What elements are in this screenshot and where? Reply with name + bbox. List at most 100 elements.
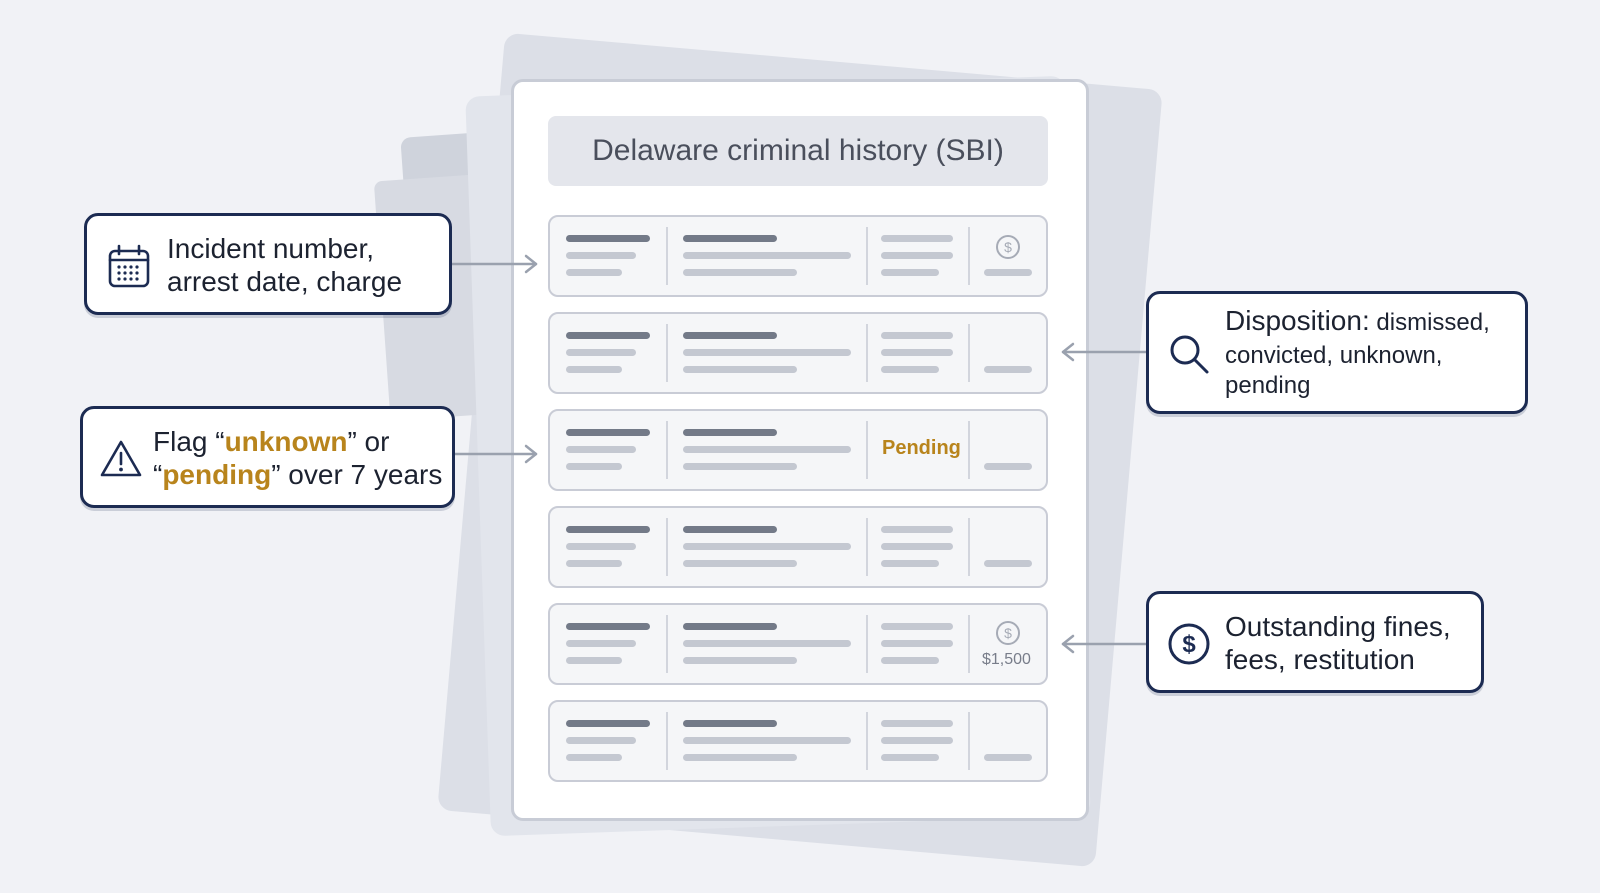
placeholder-bar (566, 349, 636, 356)
placeholder-bar (683, 560, 797, 567)
placeholder-bar (881, 657, 939, 664)
placeholder-bar (984, 560, 1032, 567)
placeholder-bar (683, 463, 797, 470)
record-row (548, 700, 1048, 782)
flag-highlight-unknown: unknown (224, 426, 348, 457)
column-divider (968, 615, 970, 673)
placeholder-bar (683, 640, 851, 647)
placeholder-bar (881, 252, 953, 259)
column-divider (968, 712, 970, 770)
placeholder-bar (566, 366, 622, 373)
calendar-icon (108, 244, 150, 288)
placeholder-bar (683, 269, 797, 276)
callout-outstanding-fines: $ Outstanding fines, fees, restitution (1146, 591, 1484, 693)
placeholder-bar (566, 446, 636, 453)
placeholder-bar (566, 332, 650, 339)
placeholder-bar (683, 657, 797, 664)
callout-flag-text: Flag “unknown” or “pending” over 7 years (153, 425, 453, 491)
callout-disposition: Disposition: dismissed, convicted, unkno… (1146, 291, 1528, 414)
placeholder-bar (881, 737, 953, 744)
placeholder-bar (566, 640, 636, 647)
column-divider (666, 615, 668, 673)
placeholder-bar (566, 560, 622, 567)
placeholder-bar (566, 526, 650, 533)
column-divider (968, 227, 970, 285)
placeholder-bar (881, 332, 953, 339)
column-divider (866, 615, 868, 673)
placeholder-bar (881, 560, 939, 567)
flag-open-quote: “ (153, 459, 163, 490)
placeholder-bar (683, 252, 851, 259)
placeholder-bar (683, 349, 851, 356)
criminal-history-document: Delaware criminal history (SBI) $ (511, 79, 1089, 821)
placeholder-bar (984, 463, 1032, 470)
callout-fines-line1: Outstanding fines, (1225, 611, 1451, 642)
placeholder-bar (683, 623, 777, 630)
flag-text-suffix: ” over 7 years (271, 459, 443, 490)
placeholder-bar (683, 543, 851, 550)
placeholder-bar (984, 754, 1032, 761)
record-row (548, 506, 1048, 588)
callout-incident-text: Incident number, arrest date, charge (167, 232, 447, 298)
placeholder-bar (683, 332, 777, 339)
column-divider (866, 712, 868, 770)
status-pending: Pending (882, 437, 961, 459)
placeholder-bar (683, 737, 851, 744)
dollar-icon: $ (996, 621, 1020, 645)
placeholder-bar (881, 720, 953, 727)
column-divider (666, 712, 668, 770)
placeholder-bar (566, 252, 636, 259)
record-row: Pending (548, 409, 1048, 491)
placeholder-bar (881, 366, 939, 373)
disposition-option-dismissed: dismissed, (1369, 309, 1490, 336)
placeholder-bar (881, 269, 939, 276)
disposition-heading: Disposition: (1225, 305, 1370, 336)
placeholder-bar (881, 543, 953, 550)
callout-flag-line1: Flag “unknown” or (153, 425, 453, 458)
callout-fines-text: Outstanding fines, fees, restitution (1225, 610, 1485, 676)
placeholder-bar (566, 754, 622, 761)
placeholder-bar (683, 526, 777, 533)
callout-incident-line2: arrest date, charge (167, 266, 403, 297)
placeholder-bar (566, 737, 636, 744)
column-divider (666, 518, 668, 576)
callout-disposition-text: Disposition: dismissed, convicted, unkno… (1225, 306, 1525, 401)
dollar-circle-icon: $ (1168, 623, 1210, 665)
flag-text-prefix: Flag “ (153, 426, 225, 457)
document-title: Delaware criminal history (SBI) (548, 116, 1048, 186)
column-divider (666, 324, 668, 382)
callout-disposition-line1: Disposition: dismissed, (1225, 306, 1525, 341)
placeholder-bar (881, 754, 939, 761)
column-divider (866, 324, 868, 382)
svg-text:$: $ (1182, 631, 1196, 658)
flag-text-middle: ” or (347, 426, 390, 457)
column-divider (866, 421, 868, 479)
magnifier-icon (1170, 335, 1209, 374)
callout-flag-warning: Flag “unknown” or “pending” over 7 years (80, 406, 455, 508)
record-row: $ (548, 215, 1048, 297)
warning-icon (100, 440, 142, 477)
column-divider (968, 421, 970, 479)
callout-incident-details: Incident number, arrest date, charge (84, 213, 452, 315)
placeholder-bar (683, 235, 777, 242)
placeholder-bar (566, 720, 650, 727)
placeholder-bar (566, 429, 650, 436)
placeholder-bar (683, 429, 777, 436)
placeholder-bar (881, 349, 953, 356)
callout-fines-line2: fees, restitution (1225, 644, 1415, 675)
column-divider (666, 421, 668, 479)
column-divider (866, 518, 868, 576)
placeholder-bar (566, 269, 622, 276)
record-row: $ $1,500 (548, 603, 1048, 685)
placeholder-bar (566, 463, 622, 470)
placeholder-bar (683, 366, 797, 373)
placeholder-bar (683, 720, 777, 727)
placeholder-bar (566, 657, 622, 664)
column-divider (968, 518, 970, 576)
column-divider (968, 324, 970, 382)
callout-disposition-line3: pending (1225, 372, 1311, 399)
callout-disposition-line2: convicted, unknown, (1225, 342, 1443, 369)
flag-highlight-pending: pending (162, 459, 272, 490)
column-divider (866, 227, 868, 285)
